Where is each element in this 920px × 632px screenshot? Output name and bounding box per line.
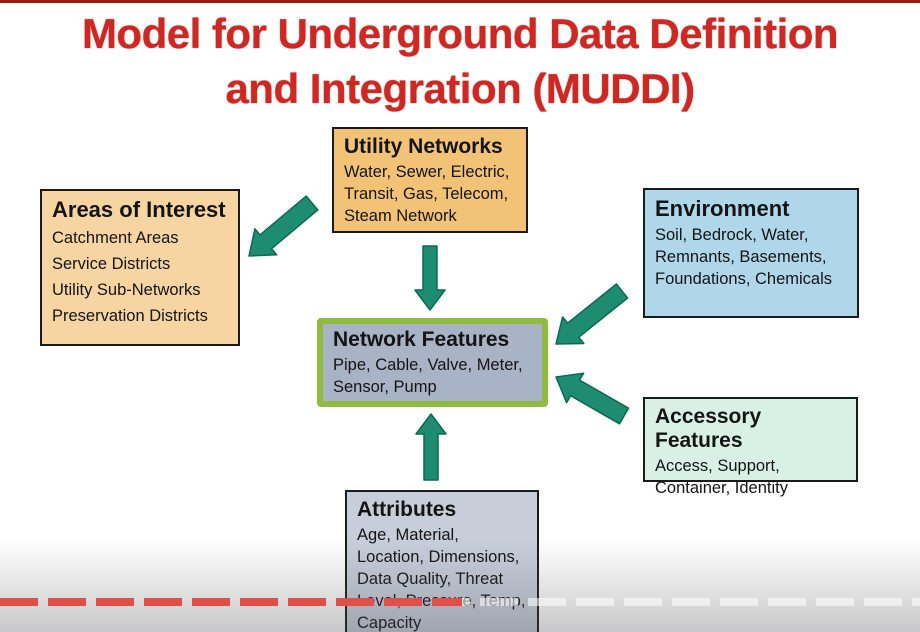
node-body-utility-networks: Water, Sewer, Electric, Transit, Gas, Te… — [344, 163, 510, 225]
node-heading-utility-networks: Utility Networks — [344, 135, 503, 158]
node-heading-attributes: Attributes — [357, 498, 457, 521]
node-areas-of-interest: Areas of Interest Catchment Areas Servic… — [40, 189, 240, 346]
node-body-accessory-features: Access, Support, Container, Identity — [655, 457, 788, 497]
node-body-network-features: Pipe, Cable, Valve, Meter, Sensor, Pump — [333, 356, 523, 396]
slide-title: Model for Underground Data Definition an… — [0, 6, 920, 116]
arrow-environment-to-network — [555, 283, 629, 345]
arrow-attributes-to-network — [415, 413, 447, 481]
node-accessory-features: Accessory Features Access, Support, Cont… — [643, 397, 858, 497]
node-body-environment: Soil, Bedrock, Water, Remnants, Basement… — [655, 226, 833, 288]
top-red-rule — [0, 0, 920, 3]
slide-title-line-1: Model for Underground Data Definition — [81, 10, 839, 57]
node-heading-network-features: Network Features — [333, 328, 510, 351]
node-attributes: Attributes Age, Material, Location, Dime… — [345, 490, 539, 632]
node-environment: Environment Soil, Bedrock, Water, Remnan… — [643, 188, 859, 318]
node-body-attributes: Age, Material, Location, Dimensions, Dat… — [357, 526, 525, 632]
arrow-utility-to-areas — [248, 195, 319, 257]
node-heading-environment: Environment — [655, 196, 790, 221]
node-heading-accessory-features: Accessory Features — [655, 405, 762, 452]
node-utility-networks: Utility Networks Water, Sewer, Electric,… — [332, 127, 528, 233]
video-progress-bar[interactable] — [0, 598, 920, 606]
arrow-utility-to-network — [414, 245, 446, 311]
node-body-areas-of-interest: Catchment Areas Service Districts Utilit… — [52, 229, 208, 325]
node-network-features: Network Features Pipe, Cable, Valve, Met… — [317, 318, 548, 407]
arrow-accessory-to-network — [555, 372, 630, 425]
node-heading-areas-of-interest: Areas of Interest — [52, 197, 226, 222]
slide-title-line-2: and Integration (MUDDI) — [225, 65, 695, 112]
video-progress-played[interactable] — [0, 598, 462, 606]
